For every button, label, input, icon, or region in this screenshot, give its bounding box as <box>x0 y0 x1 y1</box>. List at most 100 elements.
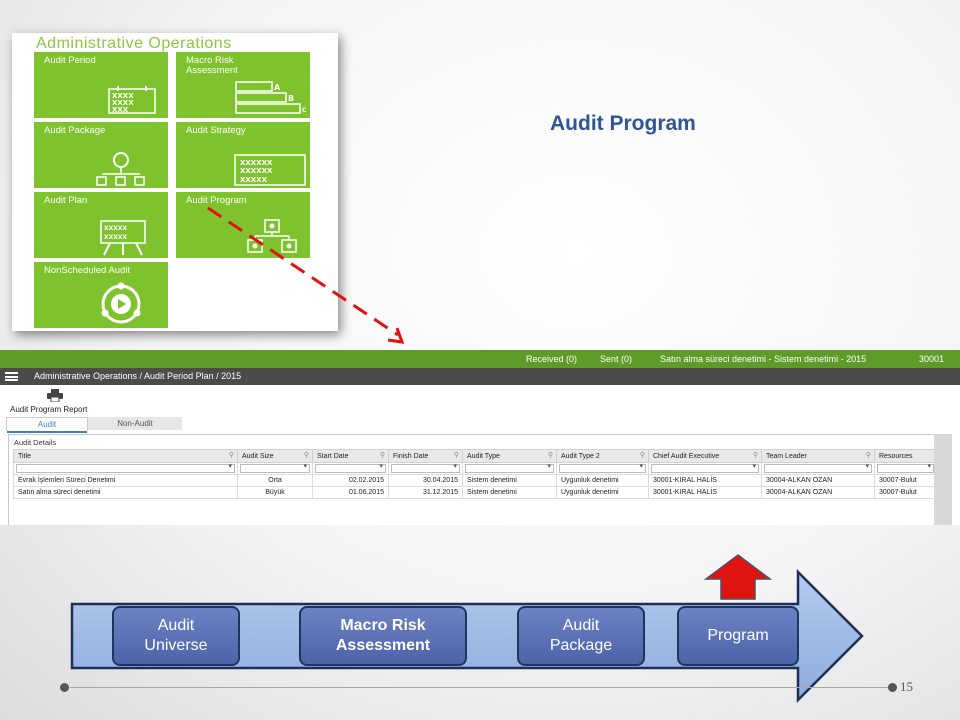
column-header[interactable]: Audit Type ⚲ <box>462 449 557 463</box>
filter-dropdown[interactable] <box>315 464 386 473</box>
tile-label: Audit Package <box>44 125 106 136</box>
filter-dropdown[interactable] <box>559 464 646 473</box>
tile-audit-plan[interactable]: Audit Plan XXXXX XXXXX <box>34 192 168 258</box>
svg-text:XXX: XXX <box>112 106 129 114</box>
column-header[interactable]: Audit Size⚲ <box>237 449 313 463</box>
tile-nonscheduled-audit[interactable]: NonScheduled Audit <box>34 262 168 328</box>
step-line-2: Package <box>549 637 613 654</box>
filter-icon[interactable]: ⚲ <box>547 452 553 459</box>
filter-dropdown[interactable] <box>240 464 310 473</box>
tile-label: Audit Plan <box>44 195 88 206</box>
cell-title: Satın alma süreci denetimi <box>13 486 238 499</box>
breadcrumb: Administrative Operations / Audit Period… <box>34 371 242 381</box>
panel-title: Administrative Operations <box>36 35 232 52</box>
red-up-arrow-icon <box>703 554 773 600</box>
tab-non-audit[interactable]: Non-Audit <box>88 417 182 430</box>
filter-title[interactable] <box>13 462 238 475</box>
sent-counter[interactable]: Sent (0) <box>600 354 633 364</box>
filter-icon[interactable]: ⚲ <box>228 452 234 459</box>
filter-row <box>13 462 937 475</box>
column-title: Title <box>18 452 31 460</box>
filter-dropdown[interactable] <box>391 464 460 473</box>
cell-start-date: 01.06.2015 <box>312 486 389 499</box>
svg-text:C: C <box>302 107 306 114</box>
filter-dropdown[interactable] <box>877 464 934 473</box>
filter-audit-type-2[interactable] <box>556 462 649 475</box>
filter-input[interactable] <box>16 464 235 473</box>
cell-team-leader: 30004-ALKAN OZAN <box>761 474 875 487</box>
column-header[interactable]: Start Date⚲ <box>312 449 389 463</box>
filter-start-date[interactable] <box>312 462 389 475</box>
filter-icon[interactable]: ⚲ <box>379 452 385 459</box>
step-line-2: Universe <box>144 637 208 654</box>
details-title: Audit Details <box>14 438 57 447</box>
tile-audit-package[interactable]: Audit Package <box>34 122 168 188</box>
cell-chief-executive: 30001-KIRAL HALİS <box>648 486 762 499</box>
table-row[interactable]: Evrak İşlemleri Süreci Denetimi Orta 02.… <box>13 474 937 487</box>
play-circle-icon <box>101 282 141 324</box>
svg-text:XXXXX: XXXXX <box>240 176 268 184</box>
filter-icon[interactable]: ⚲ <box>865 452 871 459</box>
tile-label: Macro Risk Assessment <box>186 55 238 76</box>
cell-start-date: 02.02.2015 <box>312 474 389 487</box>
tile-label: Audit Period <box>44 55 96 66</box>
filter-chief-executive[interactable] <box>648 462 762 475</box>
svg-text:XXXXX: XXXXX <box>104 234 128 241</box>
footer-dot-left <box>60 683 69 692</box>
column-audit-type-2: Audit Type 2 <box>561 452 600 460</box>
svg-text:XXXXX: XXXXX <box>104 225 128 232</box>
column-chief-audit-executive: Chief Audit Executive <box>653 452 720 460</box>
footer-dot-right <box>888 683 897 692</box>
received-counter[interactable]: Received (0) <box>526 354 578 364</box>
filter-icon[interactable]: ⚲ <box>639 452 645 459</box>
cell-finish-date: 31.12.2015 <box>388 486 463 499</box>
tab-audit[interactable]: Audit <box>6 417 88 433</box>
cell-audit-size: Büyük <box>237 486 313 499</box>
package-hierarchy-icon <box>96 152 145 186</box>
column-header[interactable]: Chief Audit Executive ⚲ <box>648 449 762 463</box>
column-header[interactable]: Resources <box>874 449 937 463</box>
filter-dropdown[interactable] <box>764 464 872 473</box>
flow-step-program: Program <box>677 606 799 666</box>
table-row[interactable]: Satın alma süreci denetimi Büyük 01.06.2… <box>13 486 937 499</box>
tile-audit-program[interactable]: Audit Program <box>176 192 310 258</box>
cell-resources: 30007-Bulut <box>874 486 937 499</box>
filter-finish-date[interactable] <box>388 462 463 475</box>
column-audit-type: Audit Type <box>467 452 500 460</box>
column-header[interactable]: Finish Date ⚲ <box>388 449 463 463</box>
cell-resources: 30007-Bulut <box>874 474 937 487</box>
cell-chief-executive: 30001-KIRAL HALİS <box>648 474 762 487</box>
printer-icon[interactable] <box>47 389 63 402</box>
audit-program-report-button[interactable]: Audit Program Report <box>10 405 88 414</box>
filter-dropdown[interactable] <box>465 464 554 473</box>
audit-program-app: Received (0) Sent (0) Satın alma süreci … <box>0 350 960 525</box>
filter-icon[interactable]: ⚲ <box>453 452 459 459</box>
svg-text:XXXXXX: XXXXXX <box>240 159 273 167</box>
svg-text:XXXXXX: XXXXXX <box>240 167 273 175</box>
filter-audit-type[interactable] <box>462 462 557 475</box>
column-header[interactable]: Audit Type 2 ⚲ <box>556 449 649 463</box>
cell-audit-type-2: Uygunluk denetimi <box>556 486 649 499</box>
hamburger-menu-icon[interactable] <box>5 372 18 381</box>
column-header[interactable]: Team Leader⚲ <box>761 449 875 463</box>
column-header[interactable]: Title ⚲ <box>13 449 238 463</box>
filter-icon[interactable]: ⚲ <box>303 452 309 459</box>
presentation-board-icon: XXXXX XXXXX <box>100 220 146 256</box>
filter-team-leader[interactable] <box>761 462 875 475</box>
slide-title: Audit Program <box>550 112 696 135</box>
filter-audit-size[interactable] <box>237 462 313 475</box>
filter-dropdown[interactable] <box>651 464 759 473</box>
svg-text:XXXX: XXXX <box>112 99 134 107</box>
vertical-scrollbar[interactable] <box>934 434 952 525</box>
tile-label: Audit Program <box>186 195 247 206</box>
filter-icon[interactable]: ⚲ <box>752 452 758 459</box>
filter-resources[interactable] <box>874 462 937 475</box>
step-line-1: Program <box>707 627 769 644</box>
column-finish-date: Finish Date <box>393 452 429 460</box>
